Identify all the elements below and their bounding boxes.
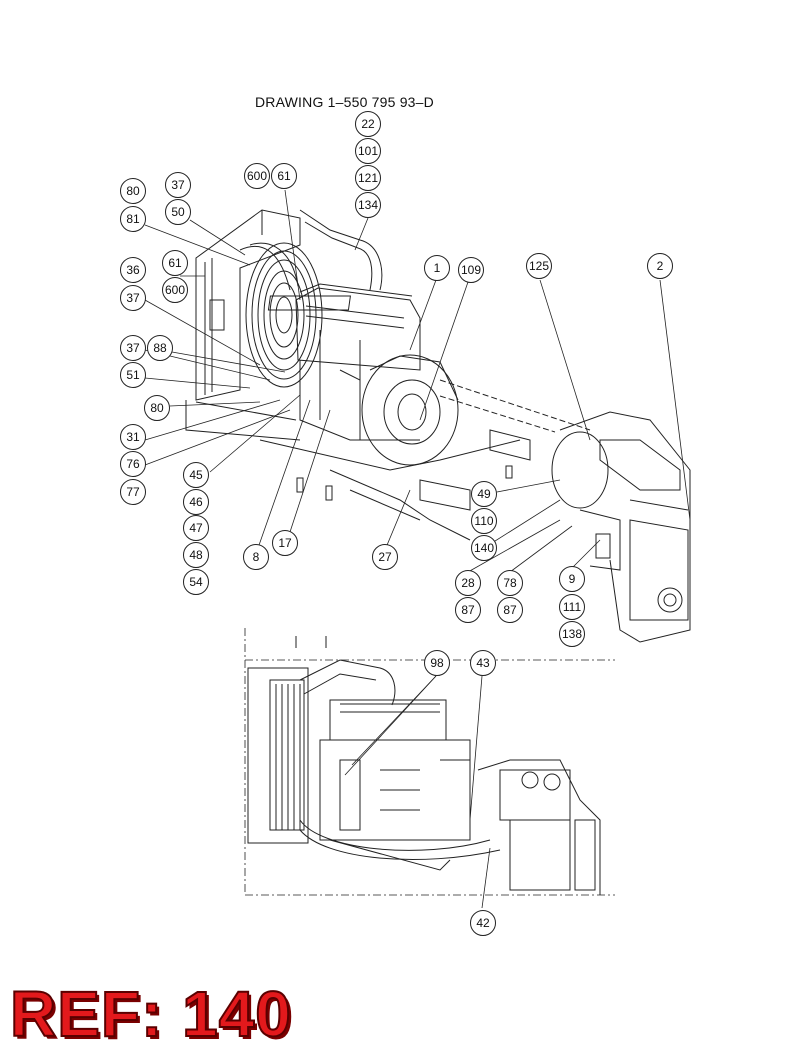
callout: 61 xyxy=(162,250,188,276)
callout: 140 xyxy=(471,535,497,561)
callout: 138 xyxy=(559,621,585,647)
callout: 37 xyxy=(120,285,146,311)
callout: 110 xyxy=(471,508,497,534)
callout: 37 xyxy=(120,335,146,361)
callout: 80 xyxy=(120,178,146,204)
callout: 76 xyxy=(120,451,146,477)
callout: 81 xyxy=(120,206,146,232)
callout: 125 xyxy=(526,253,552,279)
callout: 37 xyxy=(165,172,191,198)
chassis-frame xyxy=(439,379,591,433)
fan xyxy=(245,242,323,388)
callout: 45 xyxy=(183,462,209,488)
callout: 600 xyxy=(244,163,270,189)
callout: 48 xyxy=(183,542,209,568)
callout: 61 xyxy=(271,163,297,189)
callout: 1 xyxy=(424,255,450,281)
callout: 109 xyxy=(458,257,484,283)
callout: 121 xyxy=(355,165,381,191)
callout: 50 xyxy=(165,199,191,225)
callout: 77 xyxy=(120,479,146,505)
callout: 31 xyxy=(120,424,146,450)
callout: 111 xyxy=(559,594,585,620)
callout: 2 xyxy=(647,253,673,279)
callout: 27 xyxy=(372,544,398,570)
callout: 87 xyxy=(455,597,481,623)
callout: 88 xyxy=(147,335,173,361)
callout: 8 xyxy=(243,544,269,570)
callout: 134 xyxy=(355,192,381,218)
engine-block xyxy=(267,283,421,441)
callout: 28 xyxy=(455,570,481,596)
callout: 46 xyxy=(183,489,209,515)
callout: 43 xyxy=(470,650,496,676)
callout: 98 xyxy=(424,650,450,676)
callout: 51 xyxy=(120,362,146,388)
flywheel-housing xyxy=(361,354,459,466)
callout: 87 xyxy=(497,597,523,623)
radiator-frame xyxy=(185,209,301,441)
ref-label: REF: 140 xyxy=(9,978,292,1050)
callout: 9 xyxy=(559,566,585,592)
leader-lines-lower xyxy=(344,675,491,909)
callout: 54 xyxy=(183,569,209,595)
drawing-title: DRAWING 1–550 795 93–D xyxy=(255,94,434,110)
callout: 49 xyxy=(471,481,497,507)
side-view-frame xyxy=(244,628,615,896)
callout: 42 xyxy=(470,910,496,936)
callout: 78 xyxy=(497,570,523,596)
callout: 22 xyxy=(355,111,381,137)
callout: 17 xyxy=(272,530,298,556)
transmission xyxy=(551,411,691,643)
callout: 80 xyxy=(144,395,170,421)
callout: 600 xyxy=(162,277,188,303)
callout: 47 xyxy=(183,515,209,541)
callout: 101 xyxy=(355,138,381,164)
callout: 36 xyxy=(120,257,146,283)
side-view-assembly xyxy=(247,636,601,895)
